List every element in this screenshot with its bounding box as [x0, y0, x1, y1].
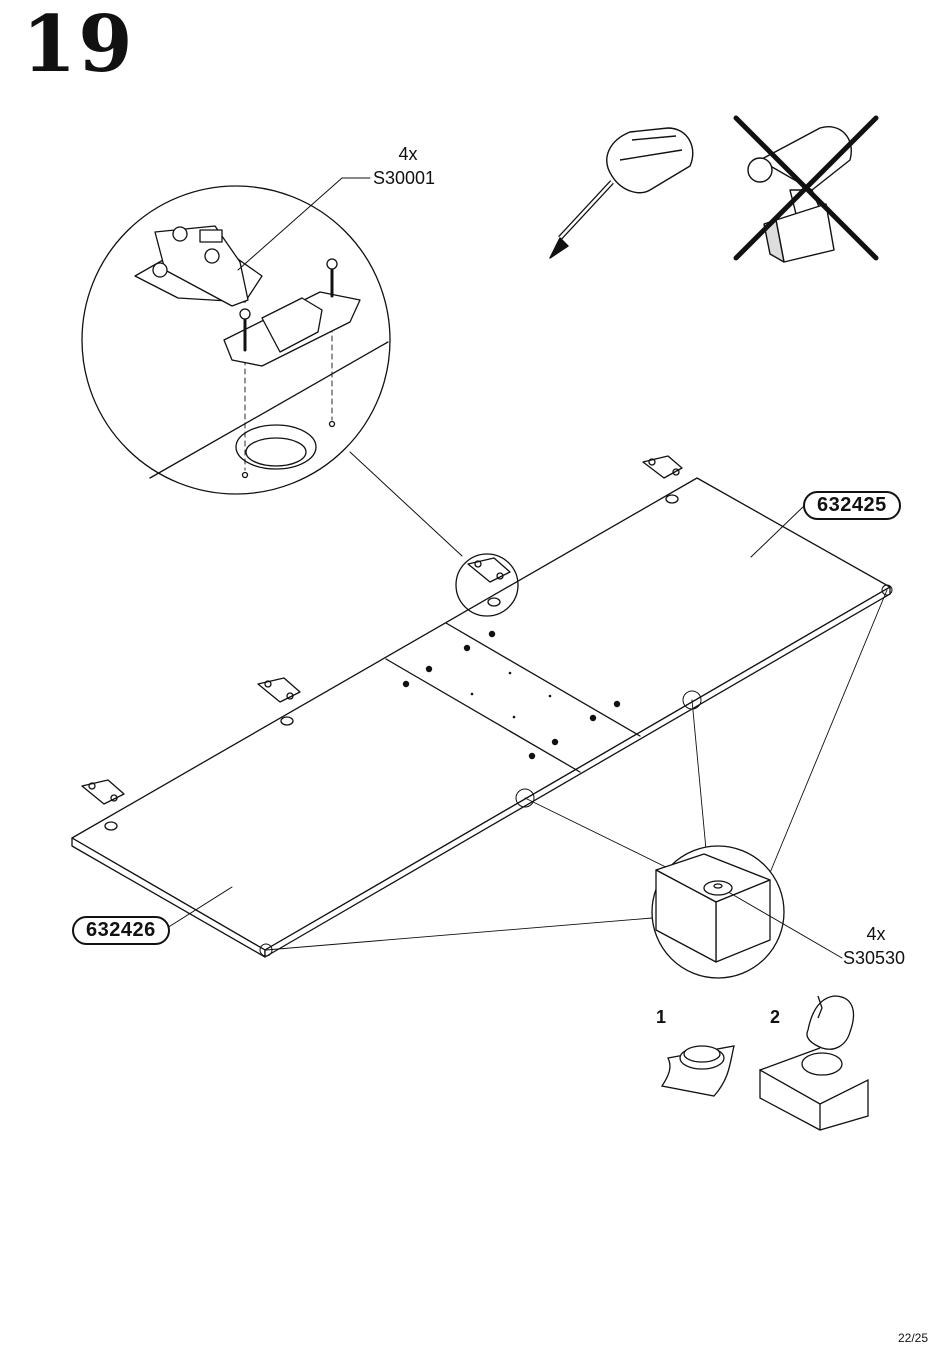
foot-detail	[652, 846, 842, 978]
felt-pad-sheet-icon	[662, 1046, 734, 1096]
finger-icon	[807, 996, 854, 1049]
hinge-detail	[82, 178, 462, 556]
screwdriver-icon	[550, 128, 693, 258]
hinge-quantity: 4x	[392, 144, 424, 165]
hinge-small-1	[643, 456, 682, 503]
foot-part-code: S30530	[843, 948, 905, 969]
panel-tag-upper: 632425	[803, 491, 901, 520]
foot-quantity: 4x	[860, 924, 892, 945]
substep-number-1: 1	[656, 1007, 666, 1028]
panel-tag-lower: 632426	[72, 916, 170, 945]
page-indicator: 22/25	[898, 1331, 928, 1345]
substep-number-2: 2	[770, 1007, 780, 1028]
hinge-part-code: S30001	[373, 168, 435, 189]
